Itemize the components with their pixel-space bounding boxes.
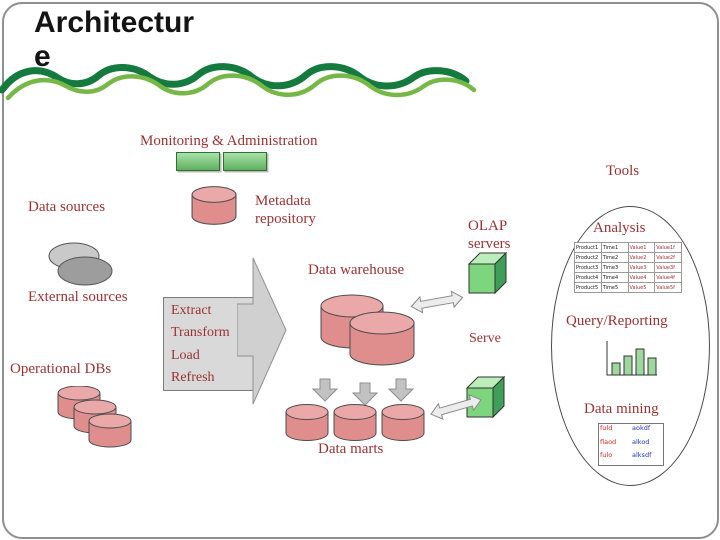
mini-table-cell: Product5: [574, 282, 602, 293]
analysis-label: Analysis: [593, 220, 646, 236]
monitoring-box-icon: [176, 152, 220, 171]
mini-table-cell: flaod: [600, 437, 617, 446]
down-arrow-icon: [312, 378, 338, 402]
title-line-1: Architectur: [34, 6, 195, 39]
mini-table-cell: Time2: [600, 252, 629, 263]
mini-table-cell: aokdf: [632, 424, 651, 432]
data-mart-cylinder-icon: [285, 404, 329, 441]
data-sources-label: Data sources: [28, 199, 106, 215]
down-arrow-icon: [352, 382, 378, 406]
monitoring-admin-label: Monitoring & Administration: [140, 133, 318, 149]
olap-line-2: servers: [468, 236, 511, 252]
mini-table-cell: Value2f: [654, 252, 682, 263]
mini-table-cell: Value3: [627, 262, 656, 273]
mini-table-cell: Time1: [600, 242, 629, 253]
data-mining-label: Data mining: [584, 401, 659, 417]
mini-table-cell: fulo: [600, 451, 613, 460]
page-title: Architectur e: [34, 6, 194, 74]
metadata-repository-label: Metadata repository: [255, 192, 316, 228]
olap-line-1: OLAP: [468, 218, 508, 234]
tools-group-ellipse: [551, 206, 710, 486]
mini-table-row: flaod alkod: [599, 438, 664, 452]
mini-table-cell: Value5: [627, 282, 656, 293]
mini-table-cell: Time3: [600, 262, 629, 273]
mini-table-cell: Value1f: [654, 242, 682, 253]
mini-table-cell: Value4f: [654, 272, 682, 283]
title-line-2: e: [34, 40, 51, 73]
external-sources-label: External sources: [28, 289, 128, 305]
mini-table-cell: Product1: [574, 242, 602, 253]
down-arrow-icon: [388, 378, 414, 402]
mini-table-cell: Value4: [627, 272, 656, 283]
mini-table-cell: alkod: [632, 437, 650, 446]
metadata-line-2: repository: [255, 211, 316, 227]
mini-table-cell: Product4: [574, 272, 602, 283]
mini-table-cell: Product3: [574, 262, 602, 273]
mini-table-cell: Time4: [600, 272, 629, 283]
mini-table-cell: Time5: [600, 282, 629, 293]
mini-table-row: fuld aokdf: [599, 424, 664, 438]
metadata-db-cylinder-icon: [191, 186, 237, 225]
green-wave-icon: [0, 63, 477, 101]
mini-table-cell: fuld: [600, 424, 613, 432]
mini-table-cell: Product2: [574, 252, 602, 263]
operational-db-cylinders-icon: [57, 386, 132, 448]
bar-chart-icon: [606, 341, 657, 376]
monitoring-box-icon: [223, 152, 267, 171]
data-mart-cylinder-icon: [333, 404, 377, 441]
mini-table-cell: alksdf: [632, 451, 652, 460]
etl-load: Load: [171, 347, 200, 363]
olap-servers-label: OLAP servers: [468, 217, 510, 253]
tools-label: Tools: [606, 163, 640, 179]
etl-transform: Transform: [171, 325, 230, 341]
mini-table-cell: Value1: [627, 242, 656, 253]
data-warehouse-label: Data warehouse: [308, 262, 405, 278]
external-source-disks-icon: [48, 242, 113, 286]
mini-table-cell: Value5f: [654, 282, 682, 293]
etl-to-warehouse-arrow-icon: [237, 257, 287, 405]
query-reporting-label: Query/Reporting: [566, 313, 668, 329]
metadata-line-1: Metadata: [255, 193, 311, 209]
data-mining-table: fuld aokdf flaod alkod fulo alksdf: [598, 423, 664, 466]
etl-refresh: Refresh: [171, 369, 215, 385]
mini-table-cell: Value3f: [654, 262, 682, 273]
mini-table-row: fulo alksdf: [599, 451, 664, 465]
serve-label: Serve: [469, 331, 501, 346]
serve-double-arrow-icon: [410, 290, 464, 314]
data-mart-cylinder-icon: [381, 404, 425, 441]
olap-cube-icon: [467, 251, 507, 295]
warehouse-db-cylinders-icon: [320, 294, 415, 366]
etl-box: Extract Transform Load Refresh: [163, 297, 256, 391]
data-marts-label: Data marts: [318, 441, 384, 457]
operational-dbs-label: Operational DBs: [10, 361, 112, 377]
etl-extract: Extract: [171, 303, 212, 318]
mini-table-cell: Value2: [627, 252, 656, 263]
serve-double-arrow-icon: [430, 394, 482, 420]
